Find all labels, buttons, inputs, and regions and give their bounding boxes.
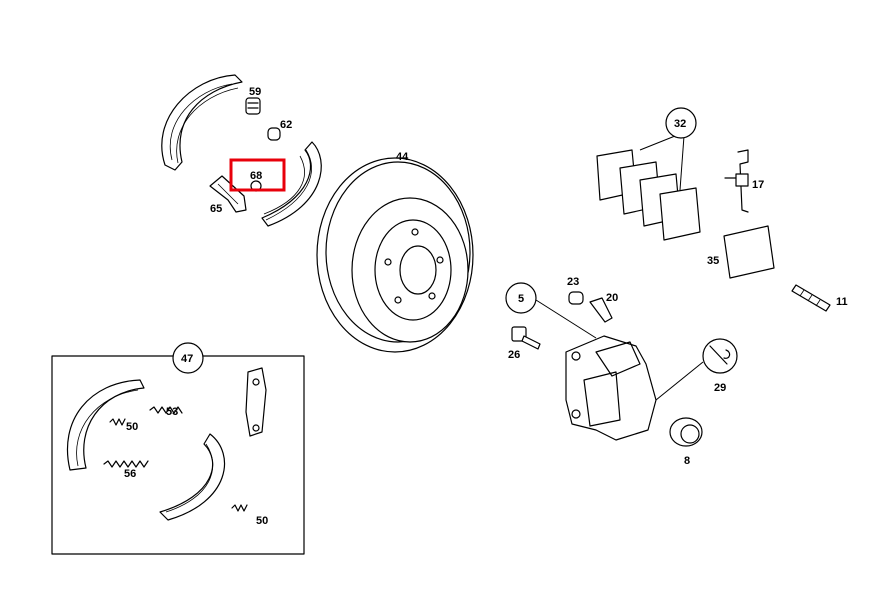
label-20: 20	[606, 292, 618, 304]
kit-brake-shoe-right[interactable]	[159, 433, 226, 521]
clip-17[interactable]	[724, 149, 749, 213]
label-59: 59	[249, 86, 261, 98]
label-47: 47	[181, 353, 193, 365]
kit-brake-shoe-left[interactable]	[66, 379, 145, 471]
label-5: 5	[518, 293, 524, 305]
callout-circle-32	[665, 107, 697, 139]
repair-kit-29[interactable]	[655, 338, 738, 401]
label-35: 35	[707, 255, 719, 267]
bolt-26[interactable]	[511, 326, 541, 350]
kit-bracket[interactable]	[245, 367, 267, 437]
brake-pads-32[interactable]	[596, 133, 701, 241]
spring-50b[interactable]	[231, 504, 248, 512]
cap-23[interactable]	[568, 291, 584, 305]
callout-circle-47	[172, 342, 204, 374]
label-29: 29	[714, 382, 726, 394]
bleeder-valve-20[interactable]	[589, 297, 613, 323]
brake-shoe-upper[interactable]	[161, 74, 243, 171]
spring-50a[interactable]	[109, 418, 126, 426]
brake-caliper-5[interactable]	[535, 299, 657, 441]
label-62: 62	[280, 119, 292, 131]
label-56: 56	[124, 468, 136, 480]
label-44: 44	[396, 151, 409, 163]
highlight-box	[229, 158, 286, 192]
label-53: 53	[166, 406, 178, 418]
adjuster-bolt-59[interactable]	[245, 97, 261, 115]
spring-56[interactable]	[103, 460, 149, 468]
callout-circle-5	[505, 282, 537, 314]
damper-plate-35[interactable]	[723, 225, 775, 279]
pin-62[interactable]	[267, 127, 281, 141]
label-32: 32	[674, 118, 686, 130]
label-17: 17	[752, 179, 764, 191]
lever-65[interactable]	[209, 175, 247, 213]
label-23: 23	[567, 276, 579, 288]
label-50b: 50	[256, 515, 268, 527]
label-8: 8	[684, 455, 690, 467]
label-65: 65	[210, 203, 222, 215]
piston-seal-8[interactable]	[669, 417, 703, 447]
label-26: 26	[508, 349, 520, 361]
brake-disc-44[interactable]	[316, 157, 474, 353]
brake-shoe-right[interactable]	[261, 141, 322, 227]
label-11: 11	[836, 296, 848, 308]
label-68: 68	[250, 170, 262, 182]
label-50a: 50	[126, 421, 138, 433]
spring-53[interactable]	[149, 406, 183, 414]
guide-pin-11[interactable]	[791, 284, 831, 312]
